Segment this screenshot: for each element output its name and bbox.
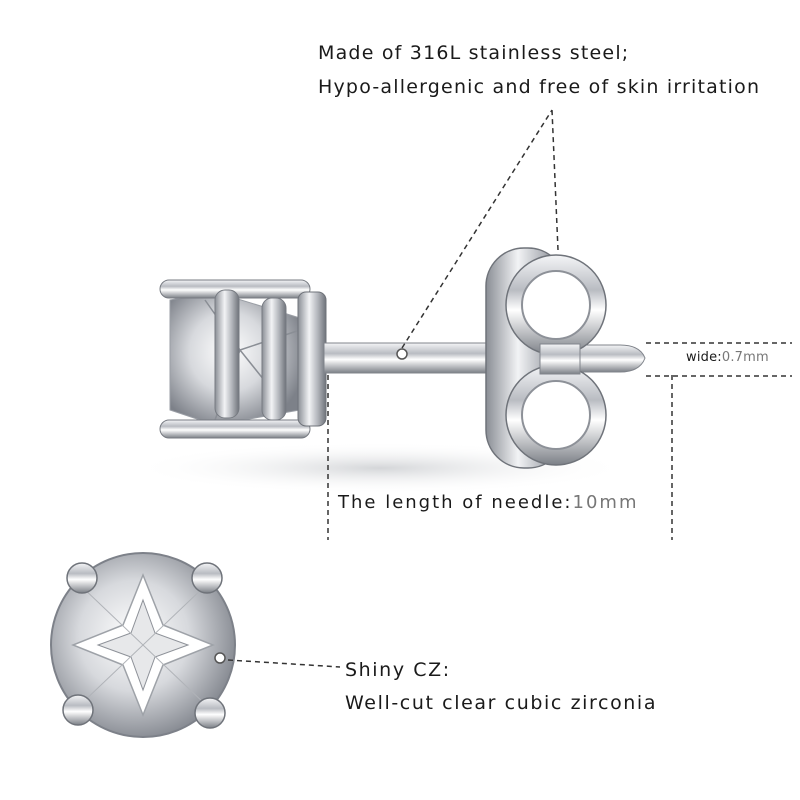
material-callout-line2: Hypo-allergenic and free of skin irritat…: [318, 76, 761, 98]
material-callout-line1: Made of 316L stainless steel;: [318, 42, 630, 64]
prong-bottom-left: [62, 694, 94, 726]
back-prong: [261, 297, 287, 421]
bottom-prong: [159, 419, 311, 439]
needle-notch: [396, 348, 408, 360]
needle-length-label: The length of needle:: [338, 492, 573, 513]
needle-width-callout: wide:0.7mm: [686, 350, 769, 365]
butterfly-back: [485, 247, 607, 469]
prong-top-left: [66, 562, 98, 594]
prong-bottom-right: [194, 697, 226, 729]
stone-callout-line2: Well-cut clear cubic zirconia: [345, 692, 658, 714]
front-prong: [214, 289, 240, 419]
stone-callout-dot: [214, 652, 226, 664]
needle-width-value: 0.7mm: [721, 350, 769, 365]
material-leader-right: [551, 109, 559, 251]
stone-callout-line1: Shiny CZ:: [345, 659, 451, 681]
leader-lines: [227, 109, 792, 668]
earring-side-view: [159, 279, 327, 439]
stone-leader: [227, 659, 341, 668]
stone-top-view: [50, 552, 236, 738]
needle-length-callout: The length of needle:10mm: [338, 492, 638, 513]
setting-base: [297, 291, 327, 427]
post-needle: [323, 342, 646, 374]
material-leader-left: [401, 109, 553, 349]
prong-top-right: [191, 562, 223, 594]
needle-length-value: 10mm: [572, 492, 639, 513]
needle-width-label: wide:: [686, 350, 722, 365]
